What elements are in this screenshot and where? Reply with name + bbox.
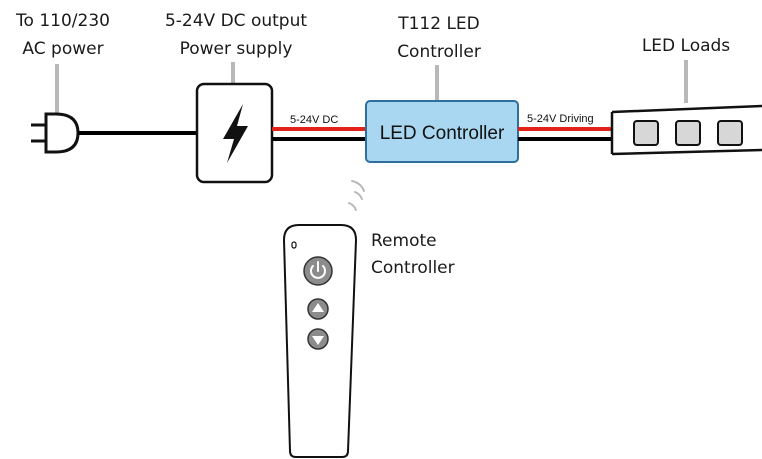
plug-icon — [31, 112, 80, 154]
lightning-bolt-icon — [223, 104, 248, 163]
triangle-down-icon — [312, 336, 324, 345]
led-chip — [675, 120, 701, 146]
leader-lines — [55, 60, 688, 114]
led-strip — [610, 104, 762, 156]
driving-wire-pair — [518, 127, 612, 141]
led-chip — [717, 120, 743, 146]
controller-label-line1: T112 LED — [397, 14, 480, 34]
power-supply-label-line1: 5-24V DC output — [165, 11, 307, 31]
ac-power-label-line1: To 110/230 — [15, 11, 110, 31]
remote-power-button — [303, 256, 333, 286]
power-supply-unit — [195, 82, 274, 184]
dc-wire-label: 5-24V DC — [290, 114, 338, 126]
remote-down-button — [307, 328, 329, 350]
controller-label-line2: Controller — [397, 42, 481, 62]
led-controller-text: LED Controller — [380, 123, 505, 144]
ac-power-label-line2: AC power — [22, 39, 103, 59]
dc-wire-pair — [272, 127, 366, 141]
remote-up-button — [307, 298, 329, 320]
remote-controller — [282, 224, 358, 458]
remote-label-line2: Controller — [371, 258, 455, 278]
driving-wire-label: 5-24V Driving — [527, 113, 594, 125]
triangle-up-icon — [312, 303, 324, 312]
led-chip — [633, 120, 659, 146]
power-supply-label-line2: Power supply — [180, 39, 293, 59]
led-loads-label: LED Loads — [642, 36, 730, 56]
remote-indicator-led — [291, 241, 297, 249]
power-icon — [310, 261, 326, 279]
led-controller-box: LED Controller — [365, 100, 519, 163]
wireless-signal-icon — [348, 180, 365, 211]
remote-label-line1: Remote — [371, 231, 437, 251]
